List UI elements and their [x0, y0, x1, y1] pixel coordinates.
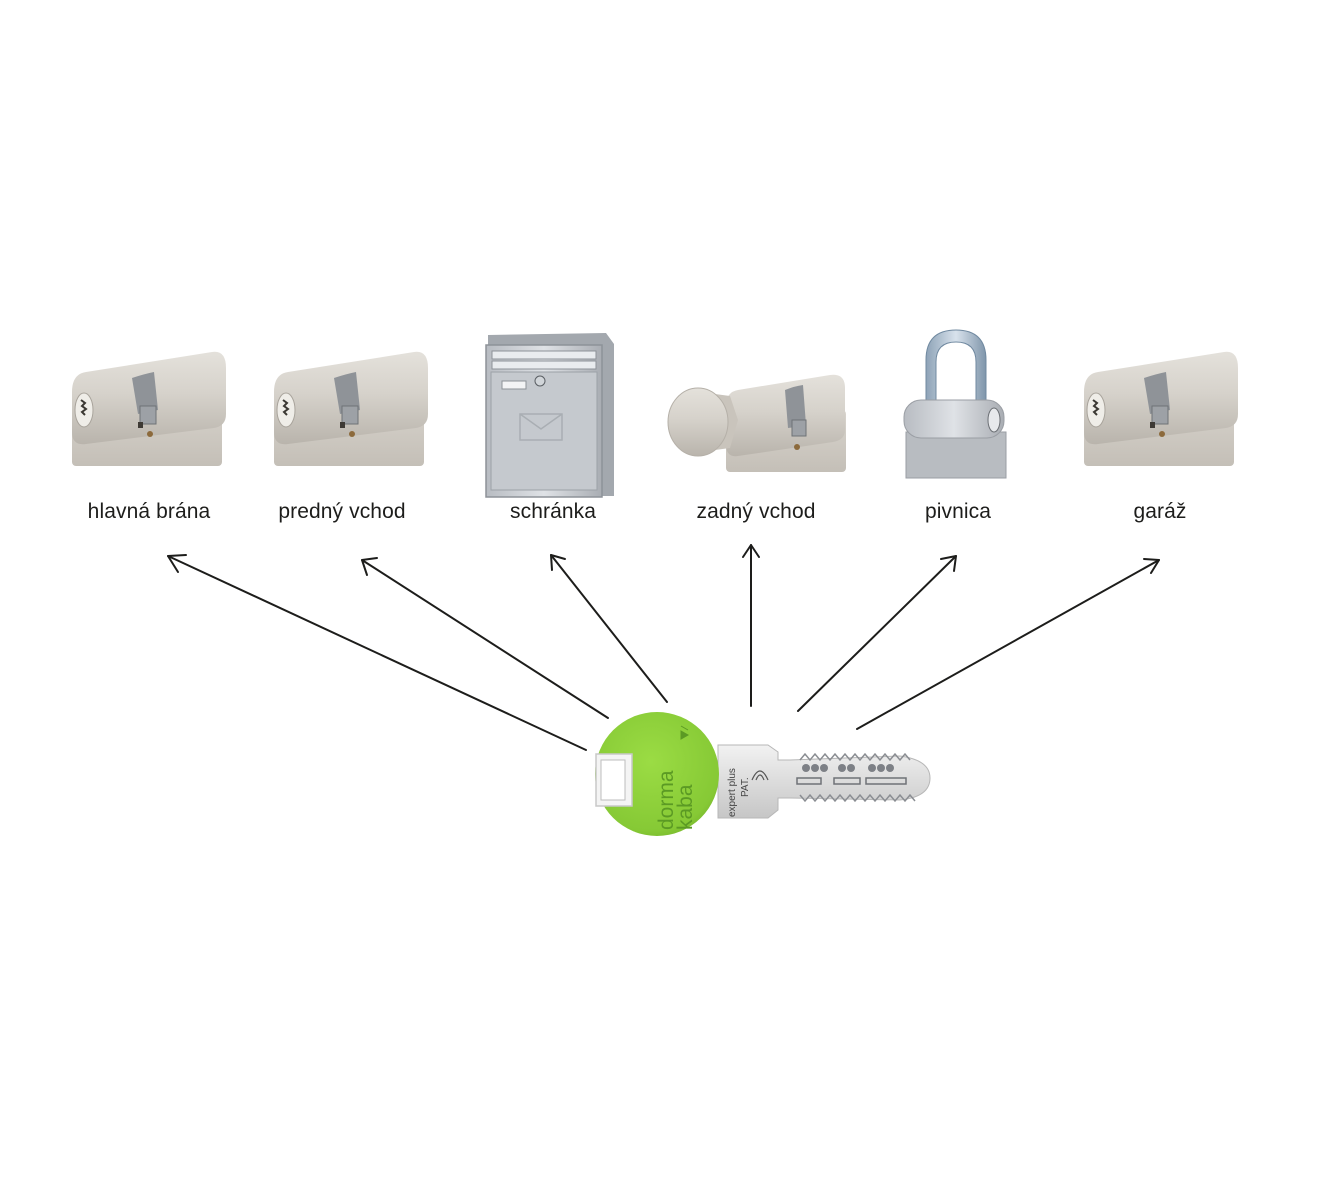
key-bow: dorma kaba	[595, 712, 719, 836]
arrow-to-schranka	[550, 554, 668, 703]
cylinder-lock-icon	[273, 350, 429, 467]
label-predny-vchod: predný vchod	[278, 500, 406, 523]
blade-text-pat: PAT.	[740, 777, 751, 797]
target-item-predny-vchod	[273, 350, 429, 467]
target-item-pivnica	[903, 329, 1007, 479]
label-hlavna-brana: hlavná brána	[87, 500, 211, 523]
mailbox-icon	[485, 333, 614, 498]
brand-text-dorma: dorma	[655, 770, 678, 830]
blade-text-expert-plus: expert plus	[727, 768, 738, 817]
label-schranka: schránka	[509, 500, 597, 523]
key: expert plus PAT. dorma kaba	[595, 712, 931, 836]
label-zadny-vchod: zadný vchod	[696, 500, 816, 523]
brand-logo-icon	[680, 725, 690, 740]
cylinder-lock-icon	[1083, 350, 1239, 467]
thumbturn-cylinder-icon	[667, 374, 846, 472]
arrow-to-garaz	[856, 558, 1160, 730]
label-garaz: garáž	[1133, 500, 1187, 523]
target-item-garaz	[1083, 350, 1239, 467]
arrow-to-pivnica	[797, 555, 957, 712]
cylinder-lock-icon	[71, 350, 227, 467]
key-blade: expert plus PAT.	[717, 744, 931, 819]
arrow-to-hlavna-brana	[167, 554, 587, 751]
target-item-hlavna-brana	[71, 350, 227, 467]
label-pivnica: pivnica	[924, 500, 992, 523]
arrow-to-zadny-vchod	[742, 544, 760, 707]
arrow-to-predny-vchod	[361, 557, 609, 719]
padlock-icon	[903, 329, 1007, 479]
brand-text-kaba: kaba	[674, 784, 697, 830]
target-item-schranka	[485, 333, 614, 498]
target-item-zadny-vchod	[667, 374, 846, 472]
